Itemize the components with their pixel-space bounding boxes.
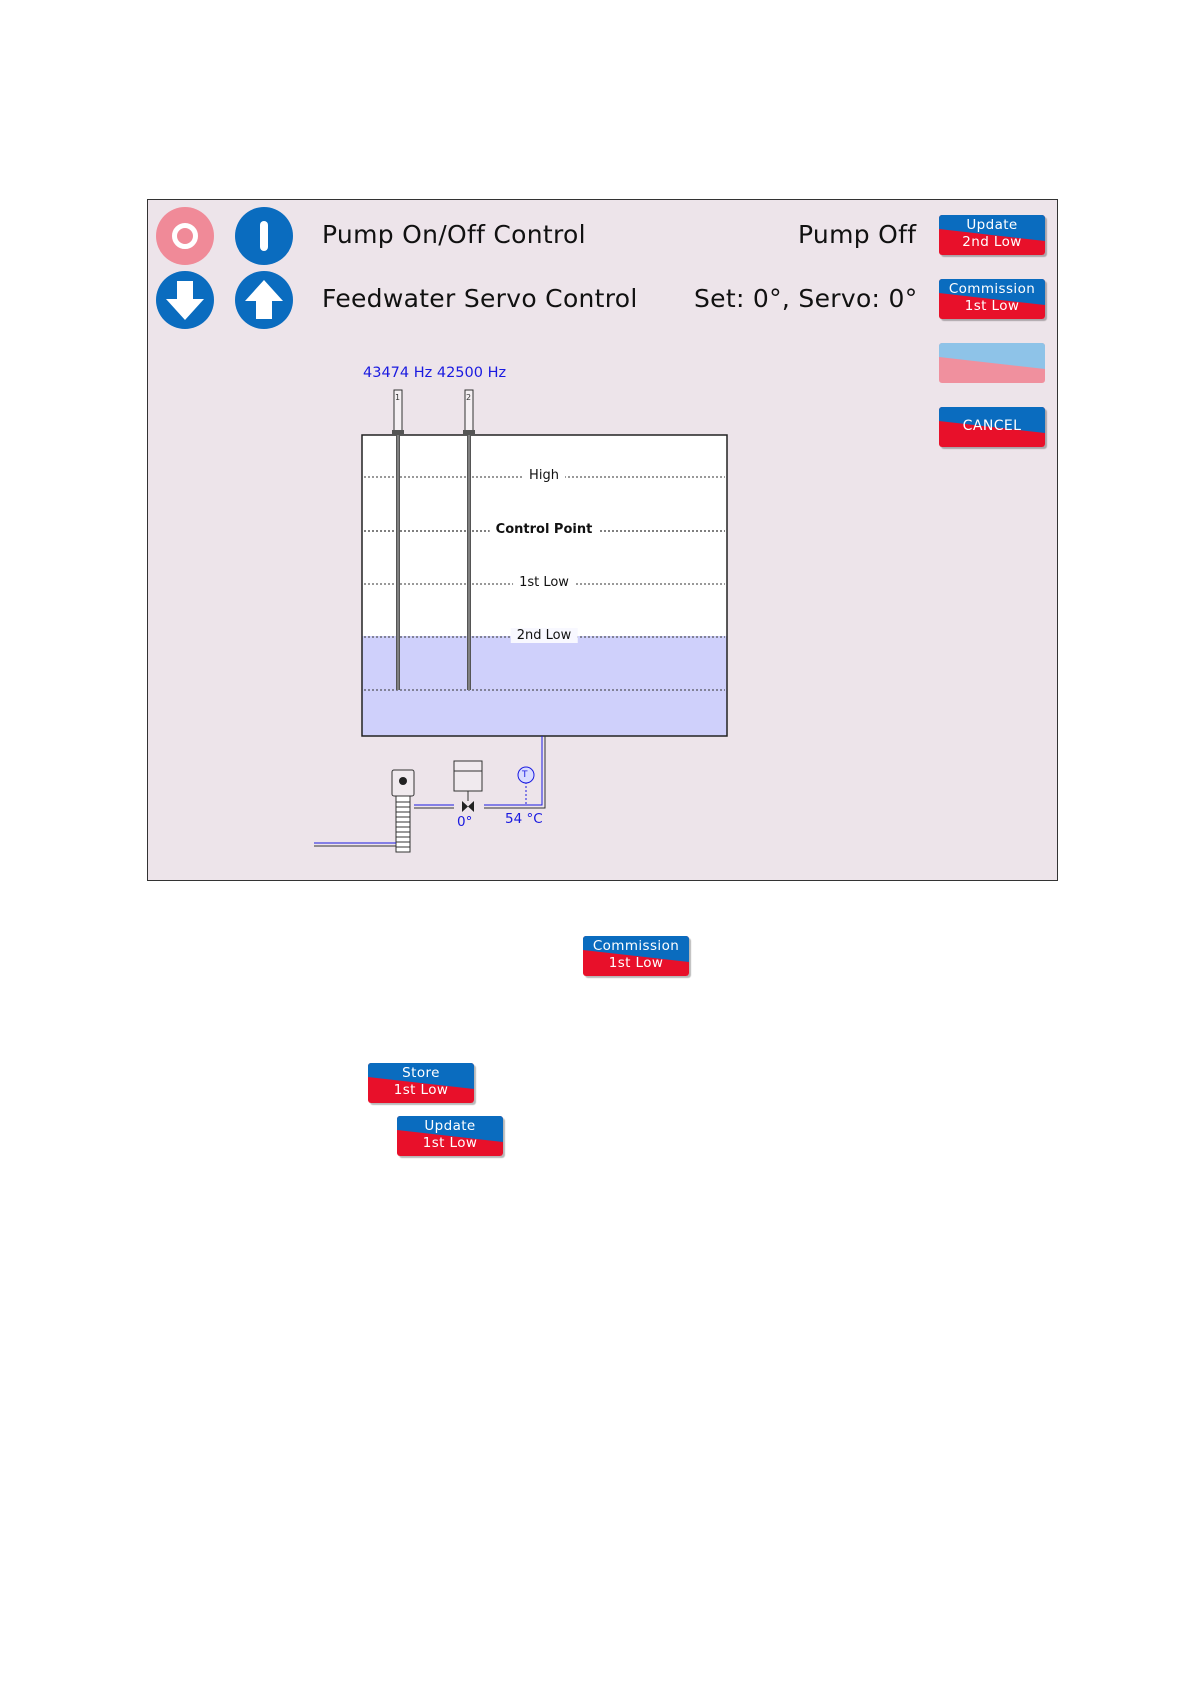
tank-water [362,636,727,736]
tank-diagram [148,200,1059,882]
outlet-pipe [484,736,542,805]
valve-icon [462,801,474,812]
water-temperature: 54 °C [505,811,543,827]
pump-icon [392,770,414,852]
valve-angle: 0° [457,814,472,830]
button-line-1: Store [368,1065,474,1082]
valve-actuator-icon [454,761,482,791]
button-line-1: Commission [583,938,689,955]
level-label-control-point: Control Point [490,522,599,537]
sensor-letter: T [522,770,528,780]
button-line-1: Update [397,1118,503,1135]
level-label-1st-low: 1st Low [513,575,575,590]
button-line-2: 1st Low [368,1082,474,1099]
level-label-high: High [523,468,565,483]
control-panel: Pump On/Off Control Pump Off Feedwater S… [147,199,1058,881]
doc-update-1st-low-button[interactable]: Update 1st Low [397,1116,503,1156]
level-label-2nd-low: 2nd Low [511,628,578,643]
button-line-2: 1st Low [583,955,689,972]
doc-store-1st-low-button[interactable]: Store 1st Low [368,1063,474,1103]
doc-commission-1st-low-button[interactable]: Commission 1st Low [583,936,689,976]
probe-1-label: 1 [395,393,400,402]
button-line-2: 1st Low [397,1135,503,1152]
probe-2-label: 2 [466,393,471,402]
